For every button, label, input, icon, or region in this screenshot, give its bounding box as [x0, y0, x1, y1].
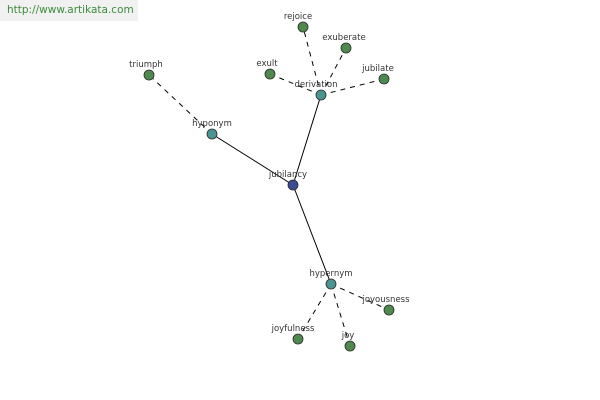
node-triumph[interactable]: triumph — [129, 60, 163, 81]
node-label-jubilate: jubilate — [361, 64, 394, 74]
node-circle-exult[interactable] — [264, 68, 276, 80]
node-label-joyfulness: joyfulness — [271, 324, 315, 334]
node-exult[interactable]: exult — [256, 59, 278, 80]
node-circle-jubilate[interactable] — [378, 73, 390, 85]
node-label-joyousness: joyousness — [361, 295, 410, 305]
edge-jubilancy-hypernym — [292, 184, 332, 285]
edge-derivation-rejoice — [302, 26, 322, 96]
node-circle-exuberate[interactable] — [340, 42, 352, 54]
edge-hypernym-joy — [330, 283, 351, 347]
node-label-rejoice: rejoice — [284, 12, 312, 22]
url-bar: http://www.artikata.com — [0, 0, 138, 21]
edge-derivation-exuberate — [320, 47, 347, 96]
site-url-link[interactable]: http://www.artikata.com — [7, 4, 134, 16]
node-label-triumph: triumph — [129, 60, 163, 70]
node-jubilancy[interactable]: jubilancy — [268, 170, 307, 191]
node-label-joy: joy — [341, 331, 355, 341]
node-circle-rejoice[interactable] — [297, 21, 309, 33]
node-circle-joy[interactable] — [344, 340, 356, 352]
node-circle-triumph[interactable] — [143, 69, 155, 81]
edge-derivation-jubilate — [320, 78, 385, 96]
node-hyponym[interactable]: hyponym — [192, 119, 232, 140]
node-circle-jubilancy[interactable] — [287, 179, 299, 191]
node-rejoice[interactable]: rejoice — [284, 12, 312, 33]
node-joy[interactable]: joy — [341, 331, 356, 352]
edges-layer — [148, 26, 390, 347]
node-circle-derivation[interactable] — [315, 89, 327, 101]
edge-jubilancy-hyponym — [211, 133, 294, 186]
node-label-jubilancy: jubilancy — [268, 170, 307, 180]
node-circle-hyponym[interactable] — [206, 128, 218, 140]
node-label-exuberate: exuberate — [322, 33, 365, 43]
node-label-hyponym: hyponym — [192, 119, 232, 129]
node-derivation[interactable]: derivation — [294, 80, 338, 101]
edge-hyponym-triumph — [148, 74, 213, 135]
node-exuberate[interactable]: exuberate — [322, 33, 366, 54]
node-hypernym[interactable]: hypernym — [309, 269, 353, 290]
node-circle-joyfulness[interactable] — [292, 333, 304, 345]
node-circle-joyousness[interactable] — [383, 304, 395, 316]
node-joyfulness[interactable]: joyfulness — [271, 324, 315, 345]
node-jubilate[interactable]: jubilate — [361, 64, 394, 85]
node-label-exult: exult — [256, 59, 278, 69]
node-circle-hypernym[interactable] — [325, 278, 337, 290]
nodes-layer: jubilancy hyponym derivation hypernym triump… — [129, 12, 410, 352]
edge-hypernym-joyfulness — [297, 283, 332, 340]
node-label-derivation: derivation — [294, 80, 337, 90]
node-label-hypernym: hypernym — [309, 269, 352, 279]
node-joyousness[interactable]: joyousness — [361, 295, 410, 316]
edge-jubilancy-derivation — [292, 94, 322, 186]
edge-hypernym-joyousness — [330, 283, 390, 311]
